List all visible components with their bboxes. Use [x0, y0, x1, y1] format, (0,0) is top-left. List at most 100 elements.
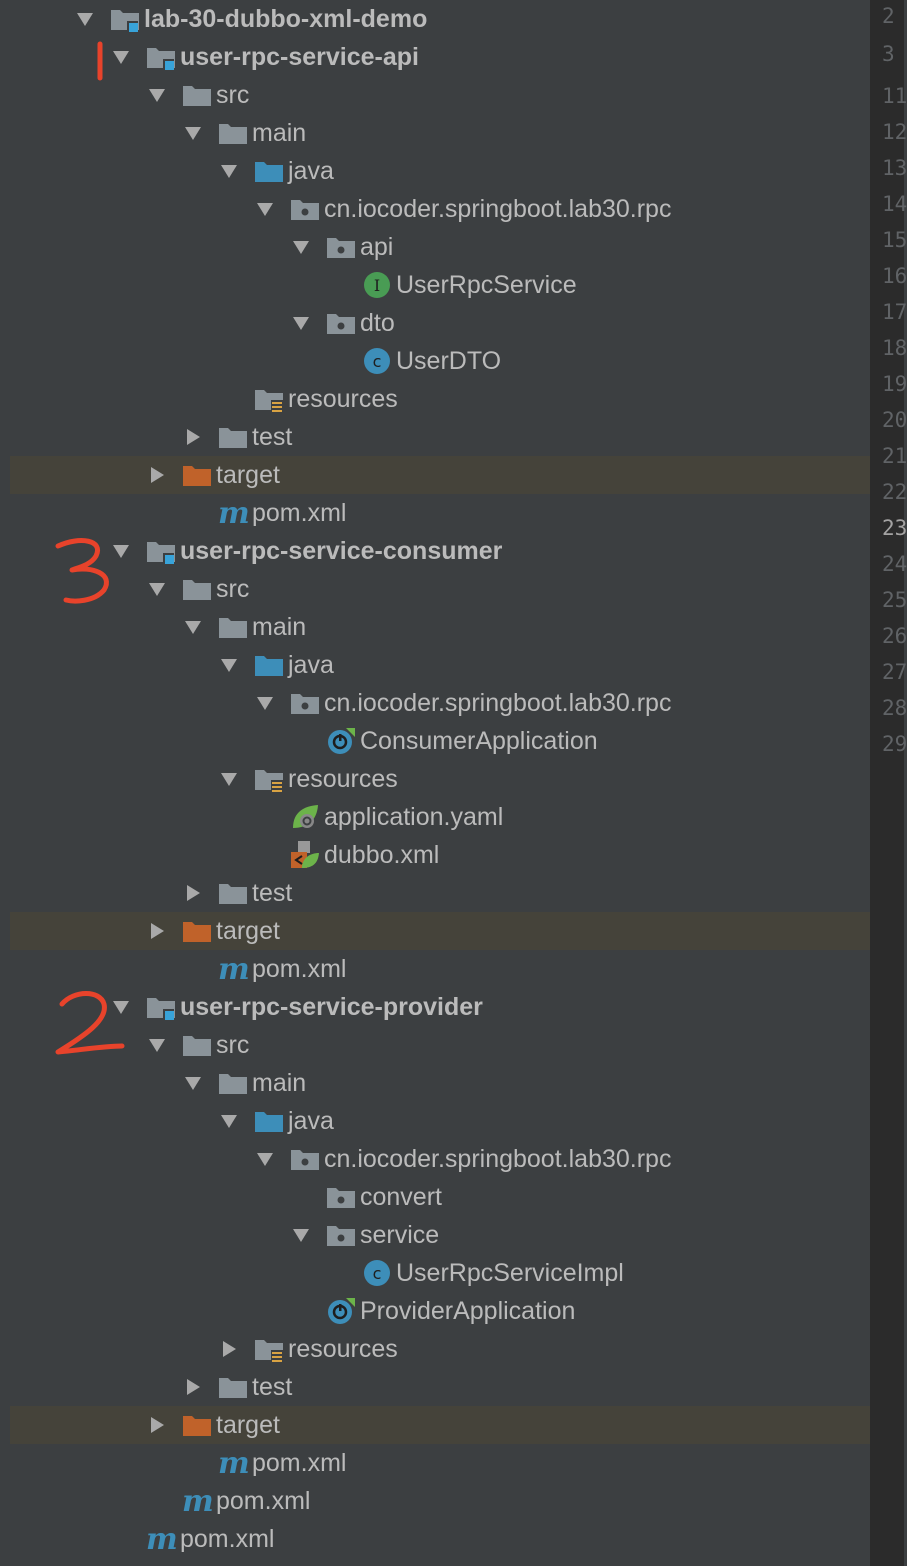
tree-node[interactable]: src: [10, 570, 870, 608]
expanded-arrow-icon[interactable]: [110, 540, 132, 562]
tree-node[interactable]: test: [10, 1368, 870, 1406]
tree-node[interactable]: ConsumerApplication: [10, 722, 870, 760]
tree-node[interactable]: main: [10, 114, 870, 152]
tree-node[interactable]: cn.iocoder.springboot.lab30.rpc: [10, 684, 870, 722]
line-number: 23: [882, 516, 907, 540]
tree-node[interactable]: test: [10, 874, 870, 912]
tree-node-label: src: [216, 80, 250, 109]
collapsed-arrow-icon[interactable]: [146, 920, 168, 942]
tree-node[interactable]: src: [10, 76, 870, 114]
expanded-arrow-icon[interactable]: [254, 692, 276, 714]
svg-text:m: m: [182, 1484, 214, 1519]
expanded-arrow-icon[interactable]: [182, 616, 204, 638]
tree-node[interactable]: user-rpc-service-consumer: [10, 532, 870, 570]
tree-node[interactable]: service: [10, 1216, 870, 1254]
tree-node[interactable]: test: [10, 418, 870, 456]
tree-node[interactable]: convert: [10, 1178, 870, 1216]
collapsed-arrow-icon[interactable]: [182, 882, 204, 904]
tree-node[interactable]: src: [10, 1026, 870, 1064]
expanded-arrow-icon[interactable]: [218, 768, 240, 790]
tree-node[interactable]: target: [10, 1406, 870, 1444]
tree-node-label: target: [216, 916, 280, 945]
package-icon: [326, 308, 356, 338]
collapsed-arrow-icon[interactable]: [146, 464, 168, 486]
folder-icon: [182, 1030, 212, 1060]
collapsed-arrow-icon[interactable]: [182, 426, 204, 448]
collapsed-arrow-icon[interactable]: [182, 1376, 204, 1398]
maven-icon: m: [182, 1484, 214, 1519]
tree-node[interactable]: target: [10, 912, 870, 950]
expanded-arrow-icon[interactable]: [182, 1072, 204, 1094]
expanded-arrow-icon[interactable]: [290, 1224, 312, 1246]
expanded-arrow-icon[interactable]: [290, 312, 312, 334]
tree-node[interactable]: user-rpc-service-api: [10, 38, 870, 76]
expanded-arrow-icon[interactable]: [74, 8, 96, 30]
tree-node[interactable]: lab-30-dubbo-xml-demo: [10, 0, 870, 38]
collapsed-arrow-icon[interactable]: [146, 1414, 168, 1436]
module-folder-icon: [146, 42, 176, 72]
tree-node[interactable]: java: [10, 1102, 870, 1140]
tree-node[interactable]: api: [10, 228, 870, 266]
expanded-arrow-icon[interactable]: [182, 122, 204, 144]
tree-node[interactable]: user-rpc-service-provider: [10, 988, 870, 1026]
tree-node-label: UserDTO: [396, 346, 502, 375]
expanded-arrow-icon[interactable]: [146, 578, 168, 600]
tree-node-label: main: [252, 1068, 307, 1097]
line-number: 25: [882, 588, 907, 612]
expanded-arrow-icon[interactable]: [290, 236, 312, 258]
tree-node-label: resources: [288, 764, 398, 793]
tree-node[interactable]: main: [10, 1064, 870, 1102]
expanded-arrow-icon[interactable]: [146, 1034, 168, 1056]
line-number: 24: [882, 552, 907, 576]
tree-node[interactable]: resources: [10, 1330, 870, 1368]
maven-icon: m: [218, 1446, 250, 1481]
expanded-arrow-icon[interactable]: [110, 46, 132, 68]
expanded-arrow-icon[interactable]: [218, 1110, 240, 1132]
line-number: 27: [882, 660, 907, 684]
expanded-arrow-icon[interactable]: [254, 1148, 276, 1170]
tree-node-label: test: [252, 422, 293, 451]
folder-icon: [182, 574, 212, 604]
folder-icon: [218, 612, 248, 642]
line-number: 15: [882, 228, 907, 252]
tree-node[interactable]: resources: [10, 380, 870, 418]
folder-icon: [218, 422, 248, 452]
expanded-arrow-icon[interactable]: [218, 654, 240, 676]
expanded-arrow-icon[interactable]: [254, 198, 276, 220]
expanded-arrow-icon[interactable]: [110, 996, 132, 1018]
tree-node[interactable]: dto: [10, 304, 870, 342]
tree-node-label: java: [288, 156, 334, 185]
svg-text:m: m: [146, 1522, 178, 1557]
maven-icon: m: [218, 952, 250, 987]
tree-node-label: convert: [360, 1182, 442, 1211]
tree-node[interactable]: java: [10, 152, 870, 190]
tree-node-label: resources: [288, 1334, 398, 1363]
tree-node-label: cn.iocoder.springboot.lab30.rpc: [324, 1144, 672, 1173]
resources-folder-icon: [254, 764, 284, 794]
tree-node[interactable]: java: [10, 646, 870, 684]
tree-node[interactable]: resources: [10, 760, 870, 798]
tree-node-label: dto: [360, 308, 395, 337]
tree-node[interactable]: target: [10, 456, 870, 494]
expanded-arrow-icon[interactable]: [146, 84, 168, 106]
tree-node[interactable]: cn.iocoder.springboot.lab30.rpc: [10, 1140, 870, 1178]
line-number: 29: [882, 732, 907, 756]
collapsed-arrow-icon[interactable]: [218, 1338, 240, 1360]
tree-node[interactable]: ProviderApplication: [10, 1292, 870, 1330]
tree-node[interactable]: dubbo.xml: [10, 836, 870, 874]
tree-node[interactable]: main: [10, 608, 870, 646]
source-folder-icon: [254, 650, 284, 680]
folder-icon: [218, 118, 248, 148]
tree-node[interactable]: cn.iocoder.springboot.lab30.rpc: [10, 190, 870, 228]
expanded-arrow-icon[interactable]: [218, 160, 240, 182]
tree-node[interactable]: application.yaml: [10, 798, 870, 836]
